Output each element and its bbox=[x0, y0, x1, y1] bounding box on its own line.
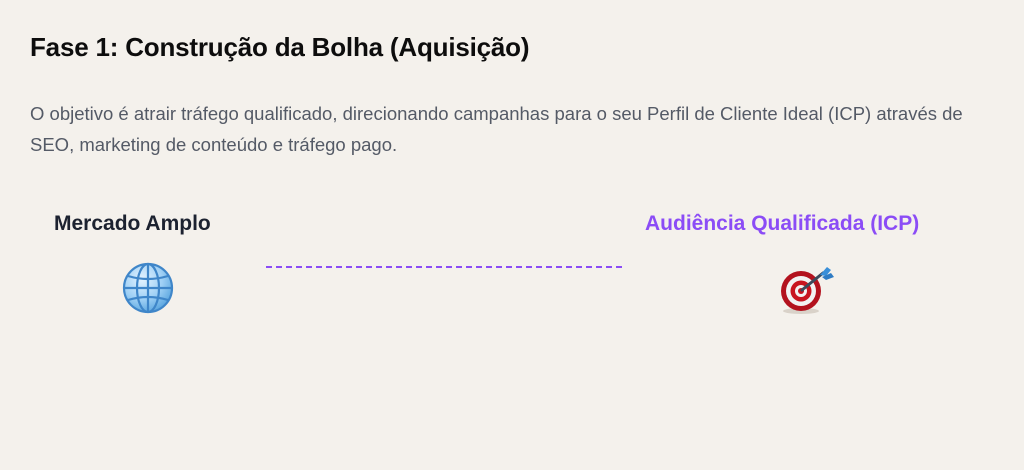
target-label: Audiência Qualificada (ICP) bbox=[645, 212, 920, 235]
phase-description: O objetivo é atrair tráfego qualificado,… bbox=[30, 103, 963, 155]
dashed-connector bbox=[266, 266, 622, 268]
globe-icon bbox=[122, 262, 174, 314]
page-title: Fase 1: Construção da Bolha (Aquisição) bbox=[30, 32, 530, 62]
source-label: Mercado Amplo bbox=[54, 212, 211, 235]
target-icon bbox=[781, 267, 834, 314]
